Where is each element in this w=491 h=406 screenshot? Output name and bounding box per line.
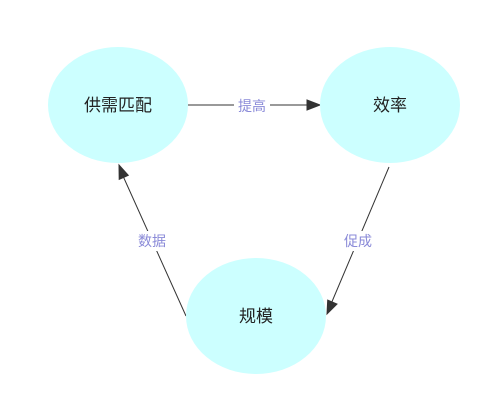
node-scale-label: 规模 bbox=[239, 307, 273, 327]
edge-improve-label-bg bbox=[234, 96, 270, 116]
edge-improve-arrowhead bbox=[306, 99, 322, 111]
edge-data: 数据 bbox=[118, 163, 187, 317]
node-supply-demand-label: 供需匹配 bbox=[84, 96, 152, 116]
edge-promote-label: 促成 bbox=[344, 234, 372, 250]
node-scale: 规模 bbox=[186, 258, 326, 374]
edge-data-label: 数据 bbox=[138, 234, 166, 250]
node-efficiency-shape bbox=[320, 47, 460, 163]
edge-data-arrowhead bbox=[118, 163, 130, 181]
edge-improve: 提高 bbox=[187, 96, 322, 116]
edge-improve-label: 提高 bbox=[238, 98, 266, 115]
edge-promote-label-bg bbox=[340, 231, 376, 251]
node-efficiency: 效率 bbox=[320, 47, 460, 163]
node-supply-demand-shape bbox=[48, 47, 188, 163]
edge-promote: 促成 bbox=[326, 166, 390, 316]
node-efficiency-label: 效率 bbox=[373, 96, 407, 116]
edge-promote-arrowhead bbox=[326, 299, 338, 316]
node-scale-shape bbox=[186, 258, 326, 374]
node-supply-demand: 供需匹配 bbox=[48, 47, 188, 163]
edge-data-label-bg bbox=[134, 231, 170, 251]
